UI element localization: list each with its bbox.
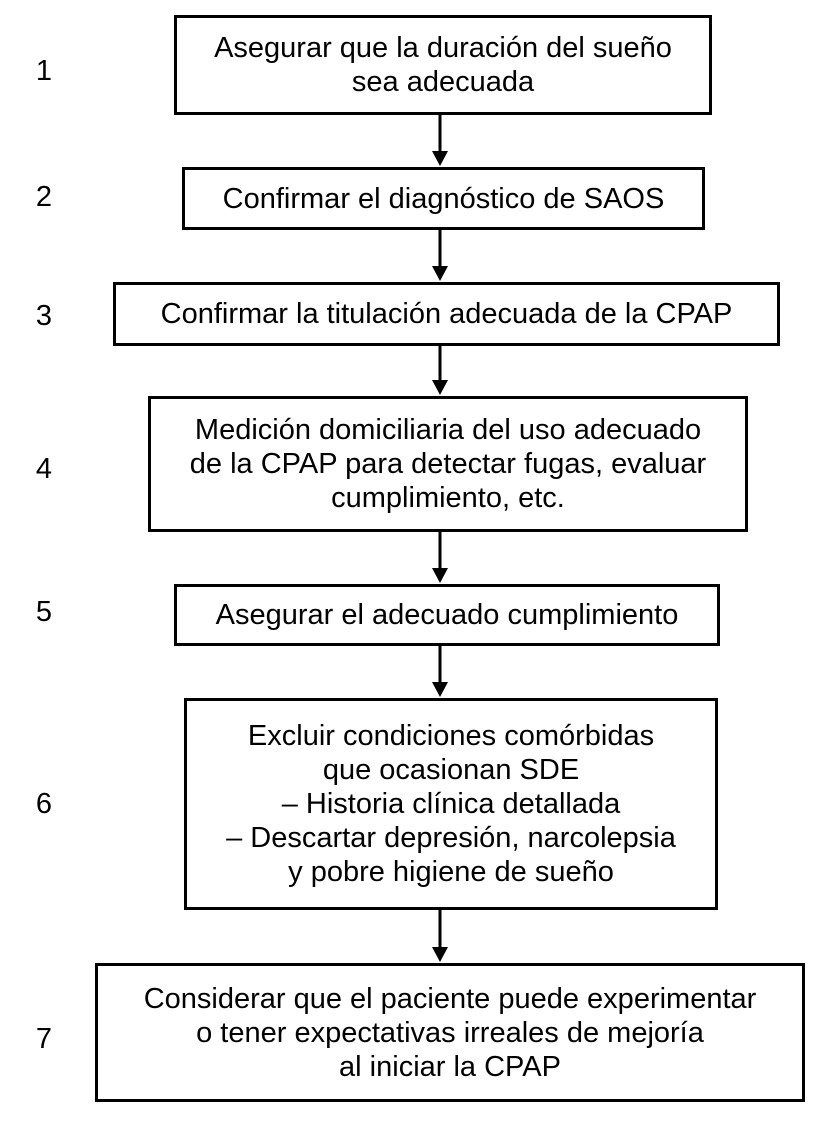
arrow-head-1-to-2	[432, 151, 448, 166]
step-number-1: 1	[35, 55, 53, 87]
step-2-line-1: Confirmar el diagnóstico de SAOS	[222, 182, 665, 215]
step-number-5: 5	[35, 596, 53, 628]
step-4-line-1: Medición domiciliaria del uso adecuado	[194, 414, 702, 446]
step-box-3: Confirmar la titulación adecuada de la C…	[113, 282, 780, 346]
step-box-2: Confirmar el diagnóstico de SAOS	[182, 167, 705, 230]
step-number-4: 4	[35, 453, 53, 485]
step-number-7: 7	[35, 1023, 53, 1055]
step-number-6: 6	[35, 788, 53, 820]
step-7-line-2: o tener expectativas irreales de mejoría	[196, 1016, 704, 1049]
step-number-3: 3	[35, 300, 53, 332]
step-1-line-2: sea adecuada	[351, 66, 535, 98]
step-3-line-1: Confirmar la titulación adecuada de la C…	[160, 298, 733, 330]
arrow-head-5-to-6	[432, 682, 448, 697]
step-6-line-3: – Historia clínica detallada	[281, 788, 621, 820]
arrow-head-6-to-7	[432, 947, 448, 962]
step-7-line-3: al iniciar la CPAP	[339, 1050, 561, 1083]
step-box-6: Excluir condiciones comórbidas que ocasi…	[184, 698, 718, 910]
step-7-line-1: Considerar que el paciente puede experim…	[143, 982, 757, 1015]
step-box-4: Medición domiciliaria del uso adecuado d…	[148, 396, 748, 532]
step-number-2: 2	[35, 181, 53, 213]
step-6-line-1: Excluir condiciones comórbidas	[247, 720, 655, 752]
step-6-line-2: que ocasionan SDE	[322, 754, 580, 786]
step-5-line-1: Asegurar el adecuado cumplimiento	[215, 599, 679, 631]
arrow-head-2-to-3	[432, 266, 448, 281]
step-6-line-4: – Descartar depresión, narcolepsia	[226, 822, 676, 854]
arrow-head-3-to-4	[432, 380, 448, 395]
step-box-5: Asegurar el adecuado cumplimiento	[174, 584, 720, 646]
step-box-1: Asegurar que la duración del sueño sea a…	[174, 15, 712, 115]
step-box-7: Considerar que el paciente puede experim…	[95, 963, 805, 1102]
arrow-head-4-to-5	[432, 568, 448, 583]
step-1-line-1: Asegurar que la duración del sueño	[214, 32, 672, 64]
step-6-line-5: y pobre higiene de sueño	[288, 856, 614, 888]
step-4-line-2: de la CPAP para detectar fugas, evaluar	[189, 448, 707, 480]
step-4-line-3: cumplimiento, etc.	[331, 482, 565, 514]
